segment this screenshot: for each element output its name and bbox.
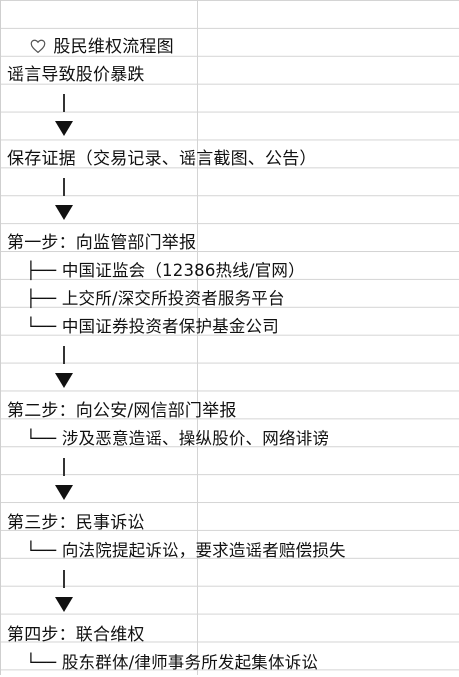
step-2-heading: 第二步：向公安/网信部门举报 — [7, 401, 237, 421]
down-arrow-icon — [55, 121, 73, 136]
step-1-item: └── 中国证券投资者保护基金公司 — [26, 317, 279, 336]
step-rumor: 谣言导致股价暴跌 — [7, 65, 145, 85]
page-title: 股民维权流程图 — [7, 5, 174, 57]
heart-outline-icon — [31, 39, 46, 54]
title-text: 股民维权流程图 — [53, 37, 174, 57]
step-1-heading: 第一步：向监管部门举报 — [7, 233, 197, 253]
step-2-item: └── 涉及恶意造谣、操纵股价、网络诽谤 — [26, 429, 330, 448]
down-arrow-icon — [55, 485, 73, 500]
connector-line — [63, 458, 65, 476]
step-1-item: ├── 中国证监会（12386热线/官网） — [26, 261, 305, 280]
connector-line — [63, 346, 65, 364]
down-arrow-icon — [55, 597, 73, 612]
step-1-item: ├── 上交所/深交所投资者服务平台 — [26, 289, 285, 308]
connector-line — [63, 570, 65, 588]
down-arrow-icon — [55, 373, 73, 388]
connector-line — [63, 178, 65, 196]
connector-line — [63, 94, 65, 112]
step-save-evidence: 保存证据（交易记录、谣言截图、公告） — [7, 149, 317, 169]
step-4-heading: 第四步：联合维权 — [7, 625, 145, 645]
left-border — [0, 0, 1, 675]
down-arrow-icon — [55, 205, 73, 220]
step-3-heading: 第三步：民事诉讼 — [7, 513, 145, 533]
column-divider — [197, 0, 198, 675]
step-3-item: └── 向法院提起诉讼，要求造谣者赔偿损失 — [26, 541, 346, 560]
step-4-item: └── 股东群体/律师事务所发起集体诉讼 — [26, 653, 319, 672]
